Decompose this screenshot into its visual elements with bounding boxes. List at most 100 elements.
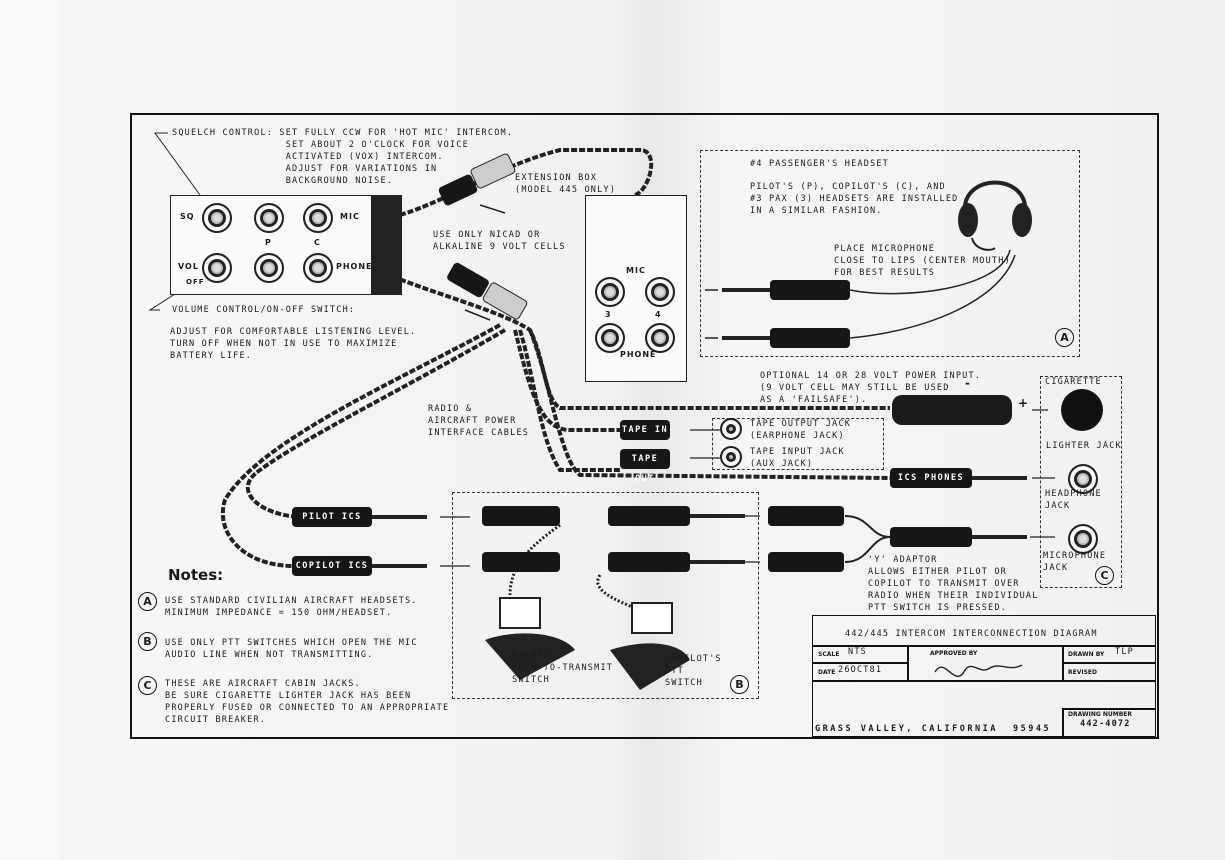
headset-mic-plug-tip (722, 288, 770, 292)
y-adaptor-plug-out (890, 527, 972, 547)
date-value: 26OCT81 (838, 665, 883, 675)
ptt-copilot-plug-b (608, 552, 690, 572)
headphone-jack-label: HEADPHONE JACK (1045, 489, 1102, 511)
pilot-ics-plug-tip (372, 515, 427, 519)
copilot-jack-top (303, 203, 333, 233)
title-block-vert-2 (1062, 645, 1064, 682)
callout-a-note: A (138, 592, 157, 611)
microphone-jack-label: MICROPHONE JACK (1043, 551, 1107, 573)
ics-phones-plug-tip (972, 476, 1027, 480)
copilot-jack-bottom (303, 253, 333, 283)
left-margin (0, 0, 60, 860)
location: GRASS VALLEY, CALIFORNIA 95945 (815, 724, 1052, 734)
notes-title: Notes: (168, 566, 224, 584)
drawn-label: DRAWN BY (1068, 651, 1105, 658)
callout-b-note: B (138, 632, 157, 651)
radio-note: RADIO & AIRCRAFT POWER INTERFACE CABLES (428, 404, 530, 438)
callout-c-note: C (138, 676, 157, 695)
ext-3-label: 3 (605, 310, 612, 319)
drawn-value: TLP (1115, 647, 1134, 657)
note-c: THESE ARE AIRCRAFT CABIN JACKS. BE SURE … (165, 679, 450, 725)
extension-box-label: EXTENSION BOX (MODEL 445 ONLY) (515, 173, 617, 195)
drawing-frame (130, 113, 1159, 739)
pilot-ptt-label: PILOT'S PUSH-TO-TRANSMIT SWITCH (512, 651, 614, 685)
drawing-title: 442/445 INTERCOM INTERCONNECTION DIAGRAM (845, 629, 1098, 639)
scale-label: SCALE (818, 651, 840, 658)
microphone-note: PLACE MICROPHONE CLOSE TO LIPS (CENTER M… (834, 244, 1011, 278)
headset-phone-plug (770, 328, 850, 348)
date-label: DATE (818, 669, 836, 676)
revised-label: REVISED (1068, 669, 1097, 676)
y-adaptor-plug-tip (972, 535, 1027, 539)
mic-label: MIC (340, 212, 360, 221)
p-label: P (265, 238, 272, 247)
note-b: USE ONLY PTT SWITCHES WHICH OPEN THE MIC… (165, 638, 418, 660)
ics-phones-plug: ICS PHONES (890, 468, 972, 488)
pilot-ics-plug: PILOT ICS (292, 507, 372, 527)
y-adaptor-note: 'Y' ADAPTOR ALLOWS EITHER PILOT OR COPIL… (868, 555, 1039, 613)
drawing-number-label: DRAWING NUMBER (1068, 711, 1133, 718)
c-label: C (314, 238, 321, 247)
volume-desc: ADJUST FOR COMFORTABLE LISTENING LEVEL. … (170, 327, 417, 361)
cabin-jacks-area (1040, 376, 1122, 588)
callout-c-diagram: C (1095, 566, 1114, 585)
ext-jack-mic-4 (645, 277, 675, 307)
battery-note: USE ONLY NICAD OR ALKALINE 9 VOLT CELLS (433, 230, 566, 252)
drawing-number: 442-4072 (1080, 719, 1131, 729)
ext-phone-label: PHONE (620, 350, 657, 359)
battery-pack (372, 195, 402, 295)
copilot-ptt-label: COPILOT'S PTT SWITCH (665, 654, 722, 688)
ptt-pilot-plug-tip (690, 514, 745, 518)
cigarette-label-bottom: LIGHTER JACK (1046, 441, 1122, 451)
tape-output-note: TAPE OUTPUT JACK (EARPHONE JACK) (750, 419, 852, 441)
ext-jack-phone-4 (645, 323, 675, 353)
headset-mic-plug (770, 280, 850, 300)
passenger-headset-area (700, 150, 1080, 357)
tape-input-note: TAPE INPUT JACK (AUX JACK) (750, 447, 845, 469)
power-note: OPTIONAL 14 OR 28 VOLT POWER INPUT. (9 V… (760, 371, 982, 405)
ptt-pilot-plug-a (482, 506, 560, 526)
title-block (812, 615, 1156, 737)
copilot-ics-plug-tip (372, 564, 427, 568)
sq-label: SQ (180, 212, 195, 221)
y-adaptor-plug-a (768, 506, 844, 526)
minus-sign: - (965, 376, 971, 390)
tape-output-jack (720, 418, 742, 440)
title-block-vert-1 (907, 645, 909, 682)
title-block-divider-3 (812, 680, 1156, 682)
y-adaptor-plug-b (768, 552, 844, 572)
volume-knob[interactable] (202, 253, 232, 283)
ptt-area (452, 492, 759, 699)
ptt-copilot-plug-tip (690, 560, 745, 564)
ext-mic-label: MIC (626, 266, 646, 275)
pilot-jack-top (254, 203, 284, 233)
squelch-note: SQUELCH CONTROL: SET FULLY CCW FOR 'HOT … (172, 128, 514, 186)
title-block-vert-3 (1062, 708, 1064, 737)
headset-phone-plug-tip (722, 336, 770, 340)
vol-label: VOL (178, 262, 199, 271)
tape-input-jack (720, 446, 742, 468)
scale-value: NTS (848, 647, 867, 657)
phone-label: PHONE (336, 262, 373, 271)
plus-sign: + (1018, 396, 1030, 410)
passenger-title: #4 PASSENGER'S HEADSET (750, 159, 889, 169)
callout-b-diagram: B (730, 675, 749, 694)
ext-jack-mic-3 (595, 277, 625, 307)
title-block-divider-1 (812, 645, 1156, 647)
passenger-desc: PILOT'S (P), COPILOT'S (C), AND #3 PAX (… (750, 182, 959, 216)
ext-jack-phone-3 (595, 323, 625, 353)
squelch-knob[interactable] (202, 203, 232, 233)
callout-a-diagram: A (1055, 328, 1074, 347)
off-label: OFF (186, 278, 205, 286)
tape-jacks-area (712, 418, 884, 470)
ptt-pilot-plug-b (608, 506, 690, 526)
note-a: USE STANDARD CIVILIAN AIRCRAFT HEADSETS.… (165, 596, 418, 618)
cigarette-label-top: CIGARETTE (1045, 377, 1102, 387)
headphone-cabin-jack (1068, 464, 1098, 494)
approved-label: APPROVED BY (930, 650, 978, 657)
tape-in-plug: TAPE IN (620, 420, 670, 440)
pilot-jack-bottom (254, 253, 284, 283)
ext-4-label: 4 (655, 310, 662, 319)
